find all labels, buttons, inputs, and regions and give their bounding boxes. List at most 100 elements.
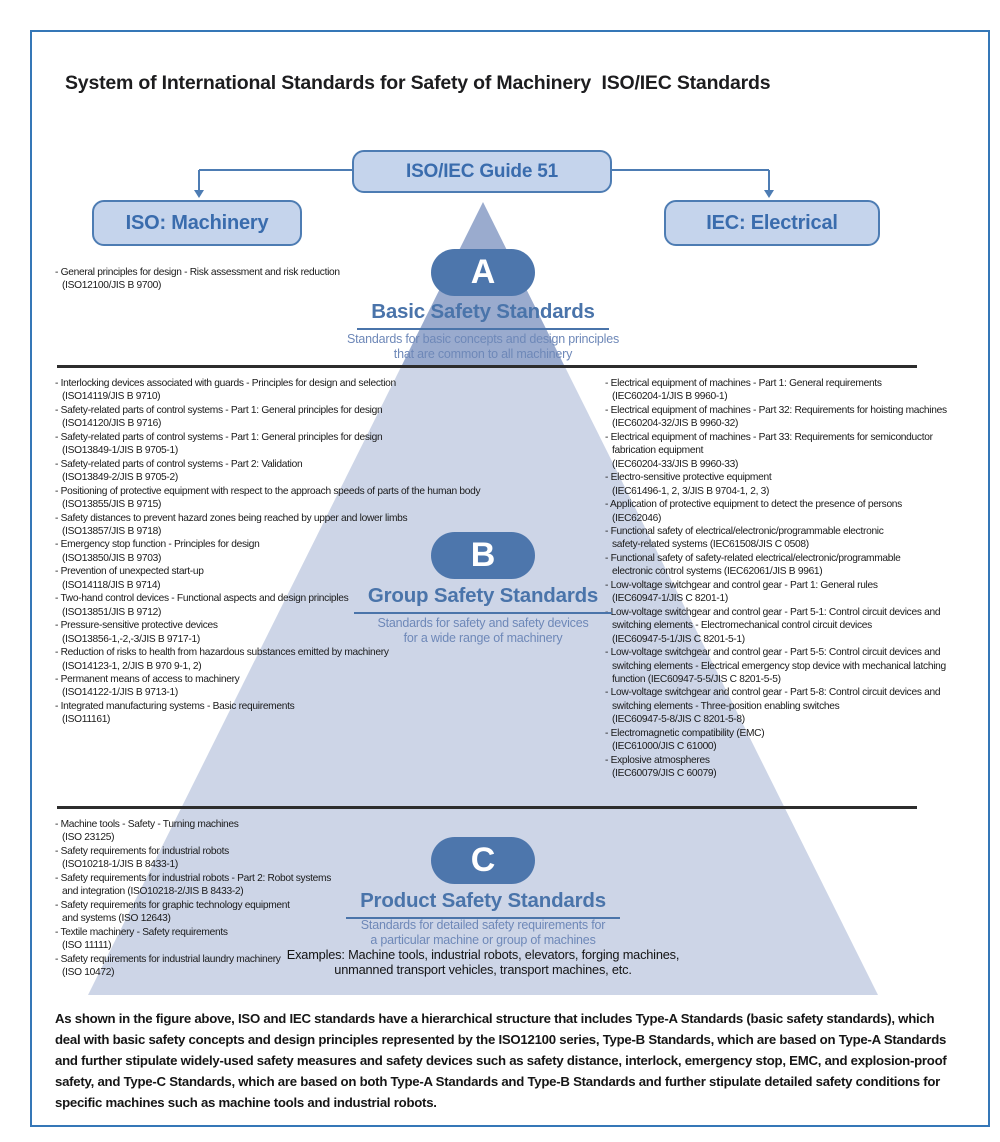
standard-item: - Machine tools - Safety - Turning machi…	[55, 818, 455, 845]
standard-item: - Permanent means of access to machinery…	[55, 673, 603, 700]
connector-line-right-vertical	[768, 170, 770, 191]
standard-item-line: electronic control systems (IEC62061/JIS…	[612, 566, 823, 578]
examples-text: Examples: Machine tools, industrial robo…	[183, 947, 783, 977]
badge-c: C	[431, 837, 535, 884]
text-line: Standards for basic concepts and design …	[346, 332, 620, 346]
standard-item-line: function (IEC60947-5-5/JIS C 8201-5-5)	[612, 673, 781, 685]
guide-51-box: ISO/IEC Guide 51	[352, 150, 612, 193]
standard-item: - Safety-related parts of control system…	[55, 404, 603, 431]
guide-51-label: ISO/IEC Guide 51	[405, 160, 558, 182]
arrow-down-icon	[763, 190, 774, 198]
standard-item: - Positioning of protective equipment wi…	[55, 485, 603, 512]
page-title: System of International Standards for Sa…	[65, 72, 771, 94]
badge-b: B	[431, 532, 535, 579]
standard-item-line: safety-related systems (IEC61508/JIS C 0…	[612, 539, 809, 551]
standard-item: - Electro-sensitive protective equipment…	[605, 471, 957, 498]
standard-item: - Application of protective equipment to…	[605, 498, 957, 525]
iec-electrical-label: IEC: Electrical	[706, 211, 838, 234]
standard-item-line: (IEC60204-32/JIS B 9960-32)	[612, 418, 739, 430]
standard-item-line: - General principles for design - Risk a…	[55, 267, 340, 278]
connector-line-left-vertical	[198, 170, 200, 191]
standards-list-b-iec: - Electrical equipment of machines - Par…	[605, 377, 957, 781]
standard-item-line: - Electrical equipment of machines - Par…	[605, 431, 933, 443]
standard-item: - General principles for design - Risk a…	[55, 266, 600, 293]
standard-item-line: (IEC62046)	[612, 512, 662, 524]
standard-item-line: - Low-voltage switchgear and control gea…	[605, 687, 941, 699]
standard-item: - Electromagnetic compatibility (EMC) (IE…	[605, 727, 957, 754]
standard-item: - Safety-related parts of control system…	[55, 431, 603, 458]
standard-item-line: - Functional safety of electrical/electr…	[605, 525, 884, 537]
standard-item-line: - Electro-sensitive protective equipment	[605, 472, 772, 484]
standard-item-line: (ISO14123-1, 2/JIS B 970 9-1, 2)	[62, 660, 202, 672]
standard-item-line: - Electrical equipment of machines - Par…	[605, 378, 882, 389]
standard-item-line: fabrication equipment	[612, 445, 704, 457]
standard-item-line: - Permanent means of access to machinery	[55, 673, 240, 685]
standard-item: - Interlocking devices associated with g…	[55, 377, 603, 404]
standard-item-line: (IEC61496-1, 2, 3/JIS B 9704-1, 2, 3)	[612, 485, 770, 497]
standard-item-line: - Machine tools - Safety - Turning machi…	[55, 819, 239, 830]
standard-item: - Integrated manufacturing systems - Bas…	[55, 700, 603, 727]
standard-item-line: (ISO14120/JIS B 9716)	[62, 418, 162, 430]
standard-item-line: (ISO14122-1/JIS B 9713-1)	[62, 687, 178, 699]
standard-item-line: (ISO 11111)	[62, 940, 112, 952]
standard-item-line: - Electrical equipment of machines - Par…	[605, 404, 947, 416]
subtitle-basic-safety: Standards for basic concepts and design …	[183, 332, 783, 362]
standard-item-line: (ISO11161)	[62, 714, 111, 726]
standard-item-line: - Integrated manufacturing systems - Bas…	[55, 700, 295, 712]
standard-item: - Safety requirements for industrial rob…	[55, 845, 455, 872]
standard-item-line: (ISO12100/JIS B 9700)	[62, 280, 162, 292]
iso-machinery-box: ISO: Machinery	[92, 200, 302, 246]
section-divider	[57, 806, 917, 809]
text-line: Examples: Machine tools, industrial robo…	[286, 947, 680, 962]
standard-item-line: (IEC60947-5-8/JIS C 8201-5-8)	[612, 714, 745, 726]
standard-item-line: - Safety requirements for industrial rob…	[55, 845, 229, 857]
standard-item: - Electrical equipment of machines - Par…	[605, 404, 957, 431]
text-line: for a wide range of machinery	[403, 631, 563, 645]
standard-item: - Low-voltage switchgear and control gea…	[605, 686, 957, 726]
standard-item-line: - Positioning of protective equipment wi…	[55, 485, 481, 497]
iec-electrical-box: IEC: Electrical	[664, 200, 880, 246]
connector-line-right-horizontal	[612, 169, 769, 171]
text-line: unmanned transport vehicles, transport m…	[334, 961, 632, 977]
standard-item: - Electrical equipment of machines - Par…	[605, 431, 957, 471]
standards-list-a: - General principles for design - Risk a…	[55, 266, 600, 293]
heading-product-safety-standards: Product Safety Standards	[183, 889, 783, 919]
iso-machinery-label: ISO: Machinery	[125, 211, 269, 234]
standard-item-line: - Functional safety of safety-related el…	[605, 552, 901, 564]
standard-item: - Functional safety of safety-related el…	[605, 552, 957, 579]
text-line: Standards for safety and safety devices	[377, 616, 589, 630]
standard-item-line: - Interlocking devices associated with g…	[55, 378, 396, 389]
standard-item-line: (ISO13849-2/JIS B 9705-2)	[62, 472, 178, 484]
standard-item-line: - Safety-related parts of control system…	[55, 431, 383, 443]
subtitle-product-safety: Standards for detailed safety requiremen…	[183, 918, 783, 948]
standard-item-line: (ISO13849-1/JIS B 9705-1)	[62, 445, 178, 457]
standard-item: - Functional safety of electrical/electr…	[605, 525, 957, 552]
heading-basic-safety-standards: Basic Safety Standards	[183, 300, 783, 330]
standard-item-line: (ISO 23125)	[62, 832, 115, 844]
footer-paragraph: As shown in the figure above, ISO and IE…	[55, 1011, 947, 1110]
connector-line-left-horizontal	[199, 169, 352, 171]
standard-item-line: switching elements - Electrical emergenc…	[612, 660, 946, 672]
standard-item-line: - Safety-related parts of control system…	[55, 458, 303, 470]
standard-item: - Electrical equipment of machines - Par…	[605, 377, 957, 404]
arrow-down-icon	[193, 190, 204, 198]
standard-item-line: (IEC60204-33/JIS B 9960-33)	[612, 458, 739, 470]
standard-item: - Safety-related parts of control system…	[55, 458, 603, 485]
standard-item-line: (ISO14119/JIS B 9710)	[62, 391, 161, 403]
heading-group-safety-standards: Group Safety Standards	[183, 584, 783, 614]
standard-item-line: - Electromagnetic compatibility (EMC)	[605, 727, 765, 739]
standard-item: - Explosive atmospheres (IEC60079/JIS C 6…	[605, 754, 957, 781]
standard-item-line: - Safety distances to prevent hazard zon…	[55, 512, 408, 524]
standard-item-line: (ISO13855/JIS B 9715)	[62, 499, 162, 511]
standard-item-line: - Explosive atmospheres	[605, 754, 710, 766]
standard-item-line: - Low-voltage switchgear and control gea…	[605, 647, 941, 659]
standard-item-line: - Safety-related parts of control system…	[55, 404, 383, 416]
standard-item-line: (ISO10218-1/JIS B 8433-1)	[62, 859, 178, 871]
text-line: Standards for detailed safety requiremen…	[360, 918, 606, 932]
standard-item-line: (IEC61000/JIS C 61000)	[612, 741, 717, 753]
standard-item-line: (IEC60079/JIS C 60079)	[612, 768, 717, 780]
standard-item-line: - Safety requirements for industrial rob…	[55, 872, 332, 884]
section-divider	[57, 365, 917, 368]
